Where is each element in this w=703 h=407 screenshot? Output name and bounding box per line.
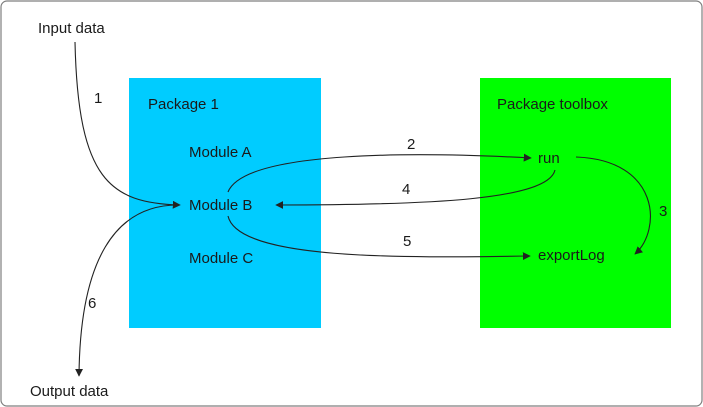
step-label-1: 1 <box>94 90 102 107</box>
input-data-label: Input data <box>38 20 105 37</box>
step-label-5: 5 <box>403 233 411 250</box>
module-b-label: Module B <box>189 197 252 214</box>
step-label-6: 6 <box>88 295 96 312</box>
edge-5-module-b-to-exportlog <box>227 215 531 261</box>
edge-6-module-b-to-output <box>75 204 179 377</box>
step-label-4: 4 <box>402 181 410 198</box>
edge-3-run-to-exportlog <box>575 156 651 255</box>
output-data-label: Output data <box>30 383 109 400</box>
step-label-2: 2 <box>407 136 415 153</box>
module-a-label: Module A <box>189 144 252 161</box>
package-1-box <box>129 78 321 328</box>
exportlog-label: exportLog <box>538 247 605 264</box>
package-1-title: Package 1 <box>148 96 219 113</box>
edge-1-input-to-module-b <box>74 41 181 209</box>
package-toolbox-title: Package toolbox <box>497 96 608 113</box>
edge-4-run-to-module-b <box>275 169 556 209</box>
package-toolbox-box <box>480 78 671 328</box>
edge-2-module-b-to-run <box>227 153 532 193</box>
step-label-3: 3 <box>659 203 667 220</box>
run-label: run <box>538 150 560 167</box>
module-c-label: Module C <box>189 250 253 267</box>
